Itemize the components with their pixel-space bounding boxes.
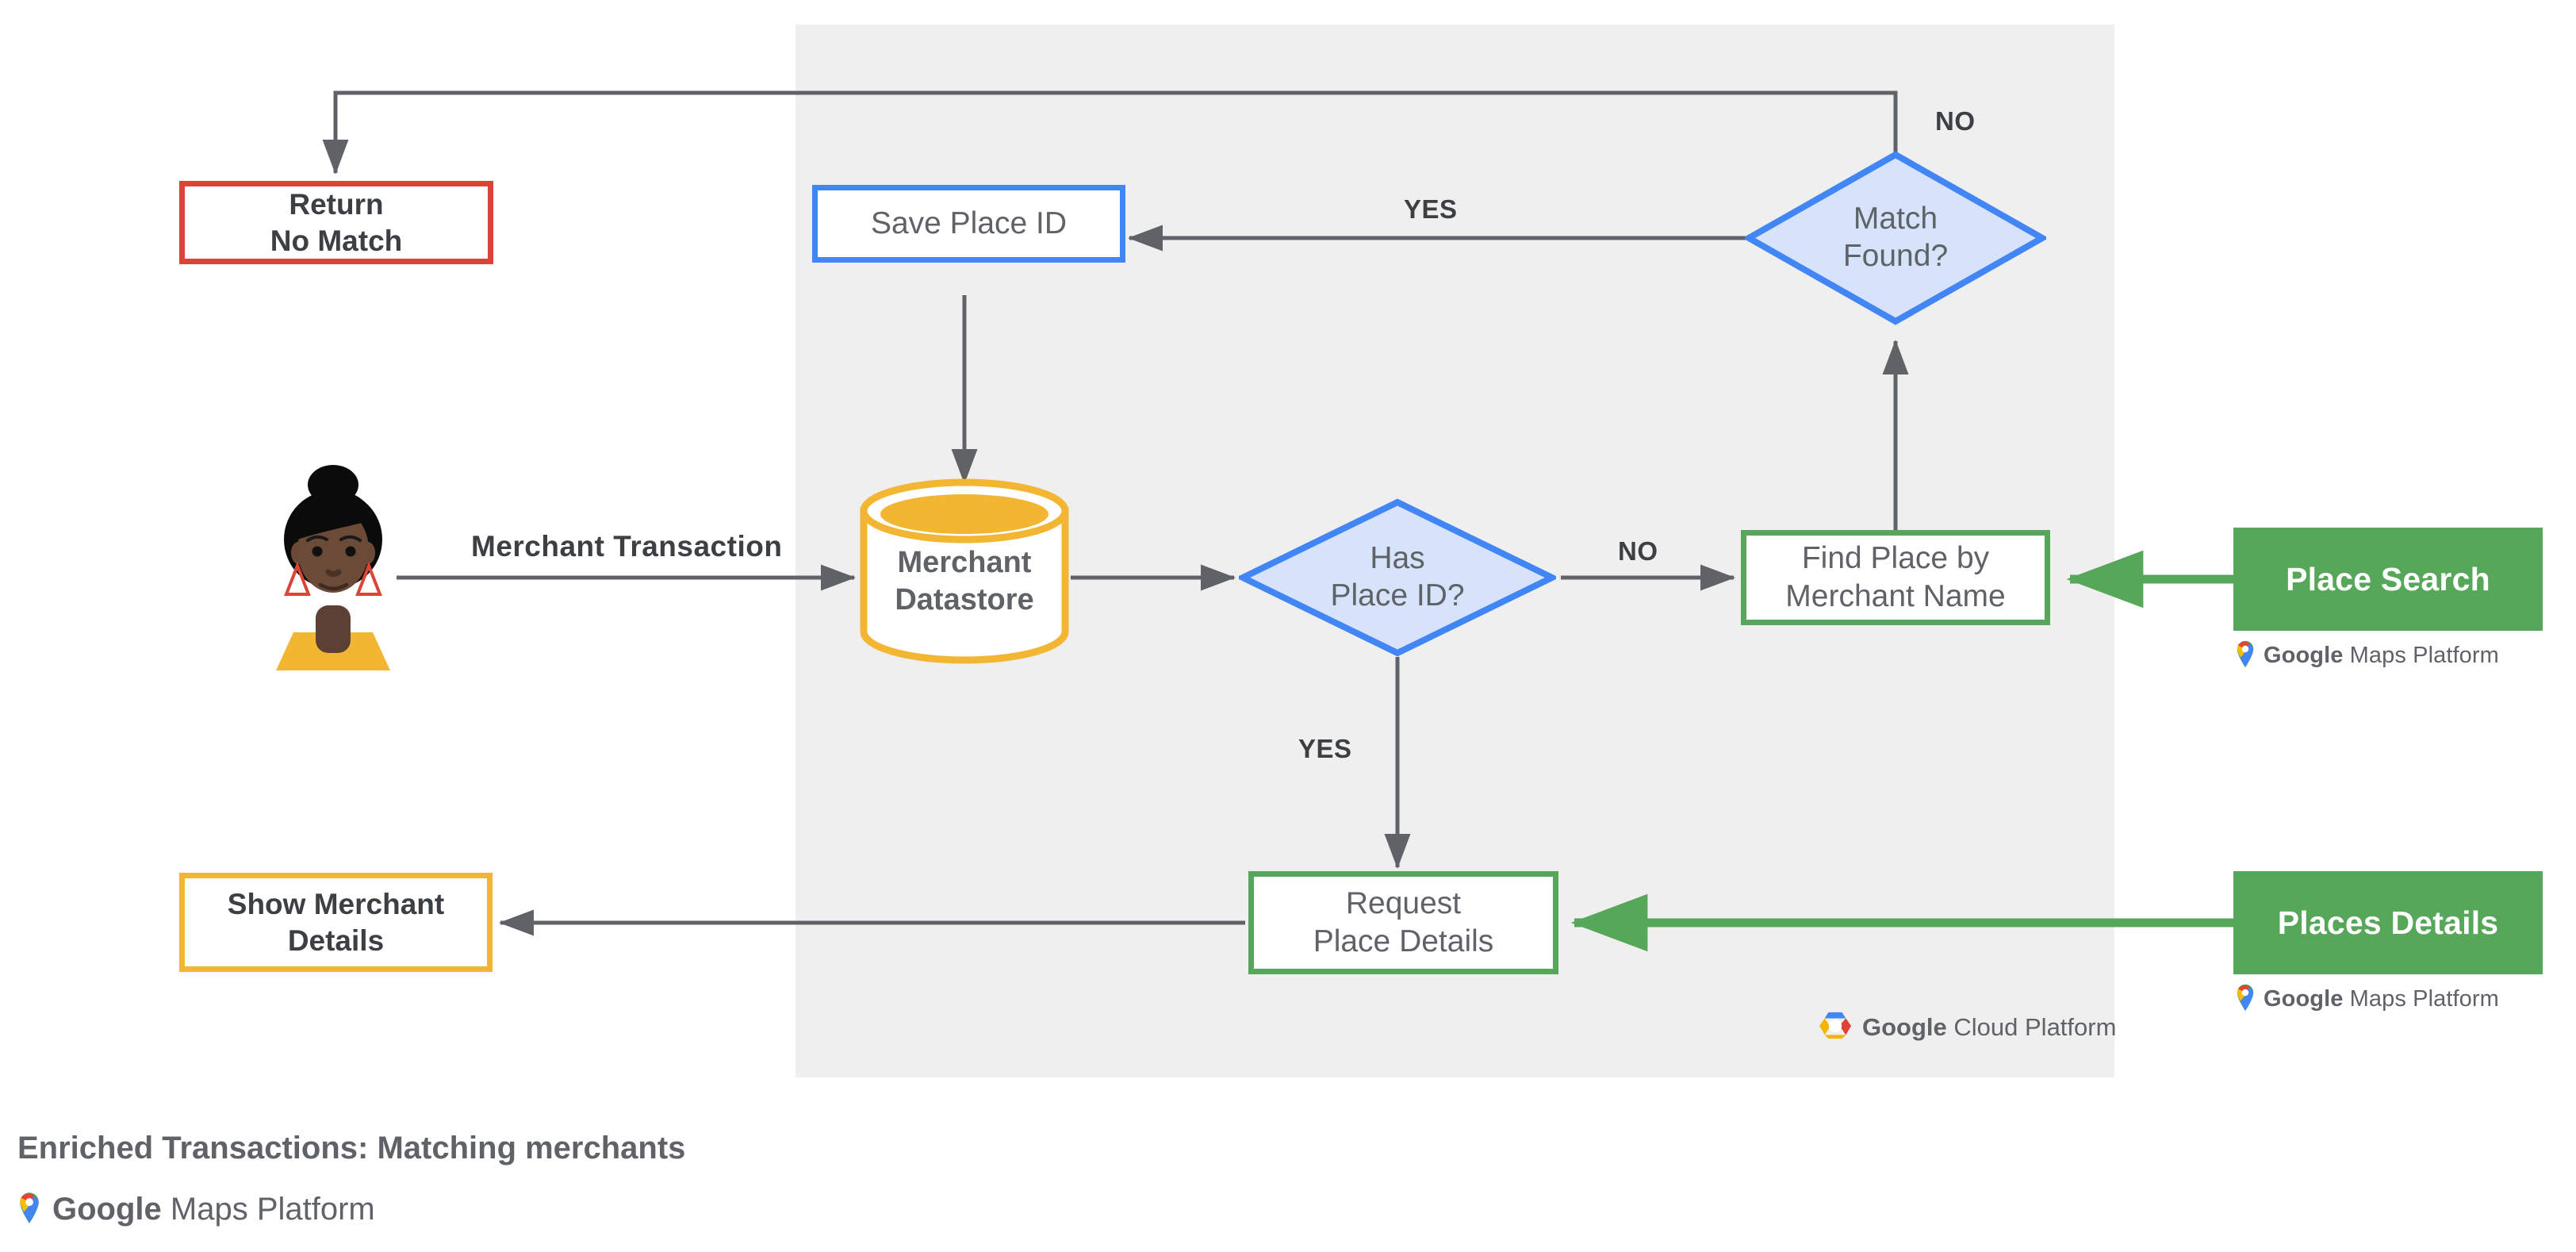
- merchant-customer-avatar: [262, 464, 404, 670]
- node-match-found-label: Match Found?: [1842, 202, 1949, 273]
- node-save-place-id[interactable]: Save Place ID: [812, 185, 1125, 263]
- api-button-places-details-label: Places Details: [2277, 904, 2499, 941]
- node-merchant-datastore-label: Merchant Datastore: [895, 545, 1034, 617]
- api-button-places-details[interactable]: Places Details: [2233, 871, 2543, 974]
- node-show-merchant-details[interactable]: Show Merchant Details: [179, 873, 493, 972]
- gcp-google-word: Google: [1862, 1012, 1947, 1041]
- edge-label-merchant-transaction: Merchant Transaction: [471, 530, 783, 563]
- maps-platform-google-word: Google: [2264, 642, 2344, 668]
- node-save-place-id-label: Save Place ID: [870, 206, 1068, 241]
- maps-platform-google-word: Google: [2264, 985, 2344, 1012]
- google-maps-platform-logo-place-search: Google Maps Platform: [2235, 639, 2499, 672]
- footer-google-word: Google: [52, 1191, 162, 1227]
- node-return-no-match[interactable]: Return No Match: [179, 181, 493, 264]
- maps-pin-icon: [17, 1190, 41, 1228]
- node-return-no-match-label: Return No Match: [270, 188, 403, 257]
- maps-platform-rest-word: Maps Platform: [2343, 985, 2499, 1012]
- google-maps-platform-logo-places-details: Google Maps Platform: [2235, 982, 2499, 1016]
- footer-rest-word: Maps Platform: [161, 1191, 375, 1227]
- google-cloud-platform-logo: Google Cloud Platform: [1819, 1010, 2116, 1044]
- maps-pin-icon: [2235, 639, 2256, 672]
- node-merchant-datastore[interactable]: Merchant Datastore: [857, 476, 1072, 666]
- node-find-place-by-merchant-name[interactable]: Find Place by Merchant Name: [1741, 530, 2050, 625]
- api-button-place-search[interactable]: Place Search: [2233, 528, 2543, 631]
- edge-label-no-has-place-id: NO: [1618, 536, 1658, 566]
- gcp-rest-word: Cloud Platform: [1946, 1012, 2117, 1041]
- edge-label-no-match-found: NO: [1935, 106, 1976, 136]
- edge-label-yes-match-found: YES: [1404, 194, 1458, 224]
- page-title: Enriched Transactions: Matching merchant…: [17, 1131, 686, 1166]
- node-request-place-details[interactable]: Request Place Details: [1248, 871, 1558, 974]
- node-has-place-id-decision[interactable]: Has Place ID?: [1235, 498, 1560, 657]
- node-request-place-details-label: Request Place Details: [1313, 886, 1494, 958]
- edge-label-yes-has-place-id: YES: [1298, 734, 1352, 763]
- maps-platform-wordmark: Google Maps Platform: [2264, 643, 2499, 669]
- api-button-place-search-label: Place Search: [2286, 560, 2490, 597]
- maps-pin-icon: [2235, 982, 2256, 1016]
- gcp-wordmark: Google Cloud Platform: [1862, 1013, 2116, 1042]
- node-has-place-id-label: Has Place ID?: [1330, 541, 1465, 613]
- maps-platform-wordmark: Google Maps Platform: [2264, 986, 2499, 1012]
- node-show-merchant-details-label: Show Merchant Details: [227, 888, 445, 957]
- footer-wordmark: Google Maps Platform: [52, 1192, 375, 1227]
- footer-google-maps-platform-logo: Google Maps Platform: [17, 1190, 375, 1228]
- gcp-hexagon-icon: [1819, 1010, 1852, 1044]
- node-find-place-by-merchant-name-label: Find Place by Merchant Name: [1785, 541, 2006, 613]
- node-match-found-decision[interactable]: Match Found?: [1742, 151, 2049, 325]
- maps-platform-rest-word: Maps Platform: [2343, 642, 2499, 668]
